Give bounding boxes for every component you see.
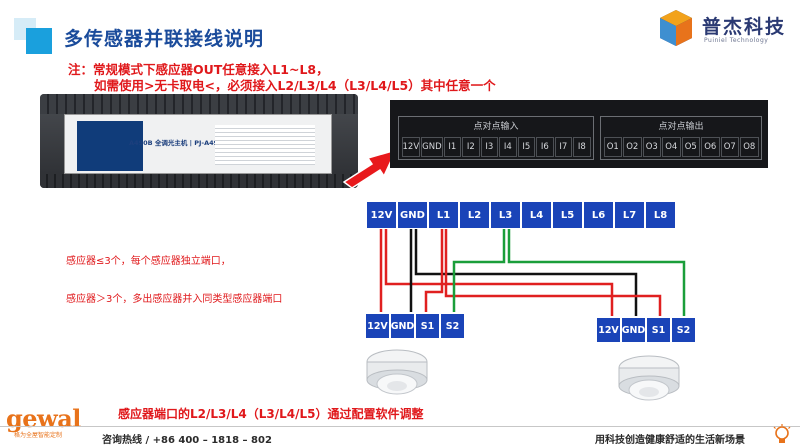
output-pin-6: O7	[720, 137, 739, 157]
device-faceplate: A490B 全调光主机 | PJ-A490B	[64, 114, 332, 174]
hub-terminal-1: GND	[397, 201, 428, 229]
logo-mark-icon	[660, 10, 692, 46]
device-bottom-terminals	[40, 174, 358, 188]
sensor-b-terminal-2: S1	[646, 317, 671, 343]
hub-terminal-2: L1	[428, 201, 459, 229]
hub-terminal-8: L7	[614, 201, 645, 229]
output-pin-2: O3	[642, 137, 661, 157]
input-pin-6: I5	[517, 137, 536, 157]
wire-l1-b	[444, 229, 662, 316]
output-pin-0: O1	[603, 137, 622, 157]
output-pin-7: O8	[740, 137, 759, 157]
controller-device: A490B 全调光主机 | PJ-A490B	[40, 94, 358, 188]
input-pin-2: I1	[443, 137, 462, 157]
sensor-a-terminal-2: S1	[415, 313, 440, 339]
input-pin-7: I6	[536, 137, 554, 157]
bottom-note: 感应器端口的L2/L3/L4（L3/L4/L5）通过配置软件调整	[118, 407, 424, 421]
sensor-a-terminal-3: S2	[440, 313, 465, 339]
sensor-b-terminal-3: S2	[671, 317, 696, 343]
hub-terminal-7: L6	[583, 201, 614, 229]
brand-subtitle: 格为全屋智能定制	[14, 432, 63, 439]
note-line-1: 注：常规模式下感应器OUT任意接入L1~L8，	[68, 62, 329, 77]
hub-terminal-5: L4	[521, 201, 552, 229]
input-pin-4: I3	[480, 137, 499, 157]
company-logo: 普杰科技 Puiniel Technology	[656, 8, 786, 50]
footer-divider	[0, 426, 800, 427]
wire-l3-a	[452, 229, 506, 312]
hub-terminal-6: L5	[552, 201, 583, 229]
sensor-b-terminal-0: 12V	[596, 317, 621, 343]
input-pin-8: I7	[554, 137, 573, 157]
device-status-panel	[77, 121, 143, 171]
rule-text-2: 感应器＞3个，多出感应器并入同类型感应器端口	[66, 294, 283, 305]
note-line-2: 如需使用>无卡取电<，必须接入L2/L3/L4（L3/L4/L5）其中任意一个	[94, 78, 496, 93]
slogan-text: 用科技创造健康舒适的生活新场景	[595, 435, 745, 446]
input-pin-9: I8	[573, 137, 591, 157]
device-top-terminals	[40, 94, 358, 114]
wire-l3-b	[507, 229, 686, 316]
brand-logo: gewal	[6, 404, 81, 433]
page-title: 多传感器并联接线说明	[64, 28, 265, 50]
hub-terminal-4: L3	[490, 201, 521, 229]
output-pin-4: O5	[681, 137, 700, 157]
input-header: 点对点输入	[473, 122, 519, 132]
device-model-label: A490B 全调光主机 | PJ-A490B	[129, 139, 228, 147]
output-pin-1: O2	[623, 137, 642, 157]
sensor-b-terminal-1: GND	[621, 317, 646, 343]
input-pin-3: I2	[462, 137, 480, 157]
rule-text-1: 感应器≤3个，每个感应器独立端口，	[66, 256, 231, 267]
logo-subtext: Puiniel Technology	[704, 37, 769, 44]
wire-gnd-b	[414, 229, 638, 316]
output-header: 点对点输出	[658, 122, 704, 132]
sensor-b-icon	[618, 355, 680, 401]
sensor-a-icon	[366, 349, 428, 395]
wire-l1-a	[424, 229, 444, 312]
output-pin-5: O6	[701, 137, 720, 157]
sensor-a-terminal-1: GND	[390, 313, 415, 339]
output-pin-3: O4	[662, 137, 681, 157]
hub-terminal-3: L2	[459, 201, 490, 229]
hub-terminal-9: L8	[645, 201, 676, 229]
input-pin-0: 12V	[401, 137, 421, 157]
sensor-a-terminal-0: 12V	[365, 313, 390, 339]
hub-terminal-0: 12V	[366, 201, 397, 229]
corner-square-blue	[26, 28, 52, 54]
input-pin-5: I4	[499, 137, 517, 157]
logo-text: 普杰科技	[702, 16, 787, 38]
hotline-text: 咨询热线 / +86 400 – 1818 – 802	[102, 435, 272, 446]
input-pin-1: GND	[421, 137, 443, 157]
lightbulb-icon	[773, 424, 791, 443]
wire-12v-b	[384, 229, 614, 316]
device-spec-text	[215, 125, 315, 165]
